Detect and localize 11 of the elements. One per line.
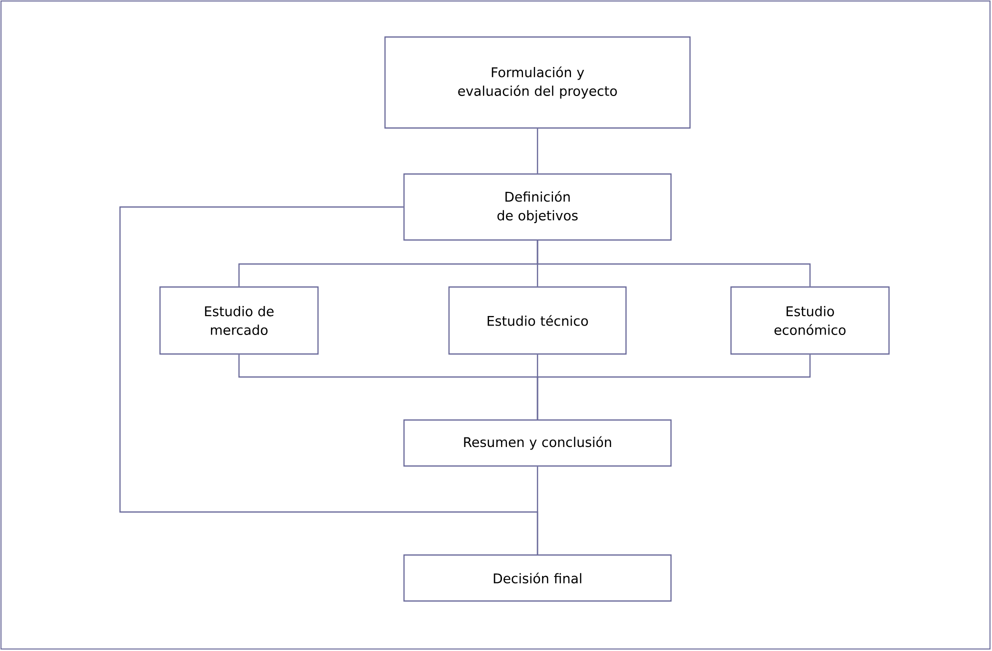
process-box: Formulación y evaluación del proyecto (384, 36, 691, 129)
connector-line (536, 354, 811, 420)
connector-line (536, 240, 811, 286)
process-box: Decisión final (403, 554, 672, 602)
connector-line (536, 128, 538, 174)
process-box: Estudio económico (730, 286, 890, 355)
process-box: Estudio de mercado (159, 286, 319, 355)
process-box: Estudio técnico (448, 286, 627, 355)
process-box: Definición de objetivos (403, 173, 672, 241)
process-box: Resumen y conclusión (403, 419, 672, 467)
connector-line (119, 206, 538, 554)
